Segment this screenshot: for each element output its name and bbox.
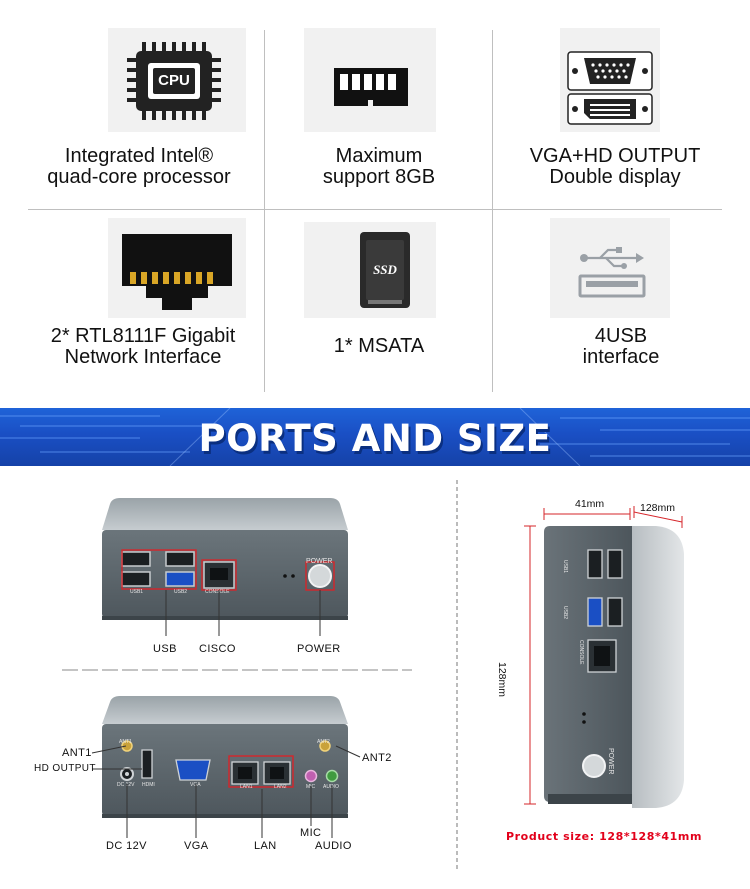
product-size-text: Product size: 128*128*41mm: [506, 830, 703, 843]
feature-label-msata: 1* MSATA: [333, 335, 425, 357]
feature-label-usb: 4USB interface: [582, 325, 660, 368]
vga-hdmi-port-icon: [567, 51, 653, 125]
ethernet-port-icon: [122, 234, 232, 310]
section-divider: [456, 480, 458, 870]
callout-hd-output: HD OUTPUT: [34, 763, 96, 774]
dimension-depth: 128mm: [640, 502, 676, 514]
callout-usb: USB: [153, 643, 177, 655]
msata-icon-box: SSD: [304, 222, 436, 318]
cpu-chip-text: CPU: [158, 72, 190, 89]
callout-audio: AUDIO: [315, 840, 352, 852]
rear-ant1-silk: ANT1: [119, 739, 132, 745]
display-icon-box: [560, 28, 660, 132]
dimension-lines: [524, 506, 683, 805]
front-console-silk: CONSOLE: [205, 589, 230, 595]
rear-callout-lines: [91, 745, 361, 838]
grid-divider: [264, 30, 265, 392]
dimension-height: 128mm: [496, 662, 508, 698]
feature-grid: CPU Integrated Intel® quad-core processo…: [0, 0, 750, 398]
usb-icon: [578, 247, 646, 298]
memory-icon-box: [304, 28, 436, 132]
callout-ant2: ANT2: [362, 752, 392, 764]
front-callout-lines: [165, 590, 321, 636]
callout-ant1: ANT1: [62, 747, 92, 759]
rear-ant2-silk: ANT2: [317, 739, 330, 745]
feature-label-network: 2* RTL8111F Gigabit Network Interface: [50, 325, 236, 368]
rear-vga-silk: VGA: [190, 782, 201, 788]
cpu-icon-box: CPU: [108, 28, 246, 132]
section-banner: PORTS AND SIZE: [0, 408, 750, 466]
rear-hdmi-silk: HDMI: [142, 782, 155, 788]
ssd-icon: [360, 232, 410, 308]
rear-dc-silk: DC 12V: [117, 782, 135, 788]
feature-label-memory: Maximum support 8GB: [322, 145, 436, 188]
grid-divider: [492, 30, 493, 392]
front-usb2-silk: USB2: [174, 589, 188, 595]
panel-divider: [62, 669, 412, 671]
network-icon-box: [108, 218, 246, 318]
feature-label-display: VGA+HD OUTPUT Double display: [529, 145, 701, 188]
callout-dc-12v: DC 12V: [106, 840, 147, 852]
front-usb1-silk: USB1: [130, 589, 144, 595]
ports-section: POWER USB1 USB2 CONSOLE USB CISCO POWER: [0, 466, 750, 889]
grid-divider: [28, 209, 722, 210]
dimension-width: 41mm: [575, 498, 605, 510]
cpu-icon: [127, 42, 221, 120]
banner-title: PORTS AND SIZE: [198, 417, 552, 460]
front-panel-image: [102, 498, 348, 620]
callout-lan: LAN: [254, 840, 277, 852]
front-power-text: POWER: [306, 558, 333, 565]
rear-lan1-silk: LAN1: [240, 784, 253, 790]
memory-icon: [334, 68, 408, 106]
side-view-image: [544, 526, 684, 808]
rear-audio-silk: AUDIO: [323, 784, 339, 790]
rear-lan2-silk: LAN2: [274, 784, 287, 790]
callout-power: POWER: [297, 643, 341, 655]
rear-panel-image: [102, 696, 348, 818]
ssd-chip-text: SSD: [373, 262, 397, 277]
callout-mic: MIC: [300, 827, 322, 839]
feature-label-cpu: Integrated Intel® quad-core processor: [47, 145, 231, 188]
banner-decoration: [0, 408, 750, 466]
callout-cisco: CISCO: [199, 643, 236, 655]
usb-icon-box: [550, 218, 670, 318]
callout-vga: VGA: [184, 840, 209, 852]
